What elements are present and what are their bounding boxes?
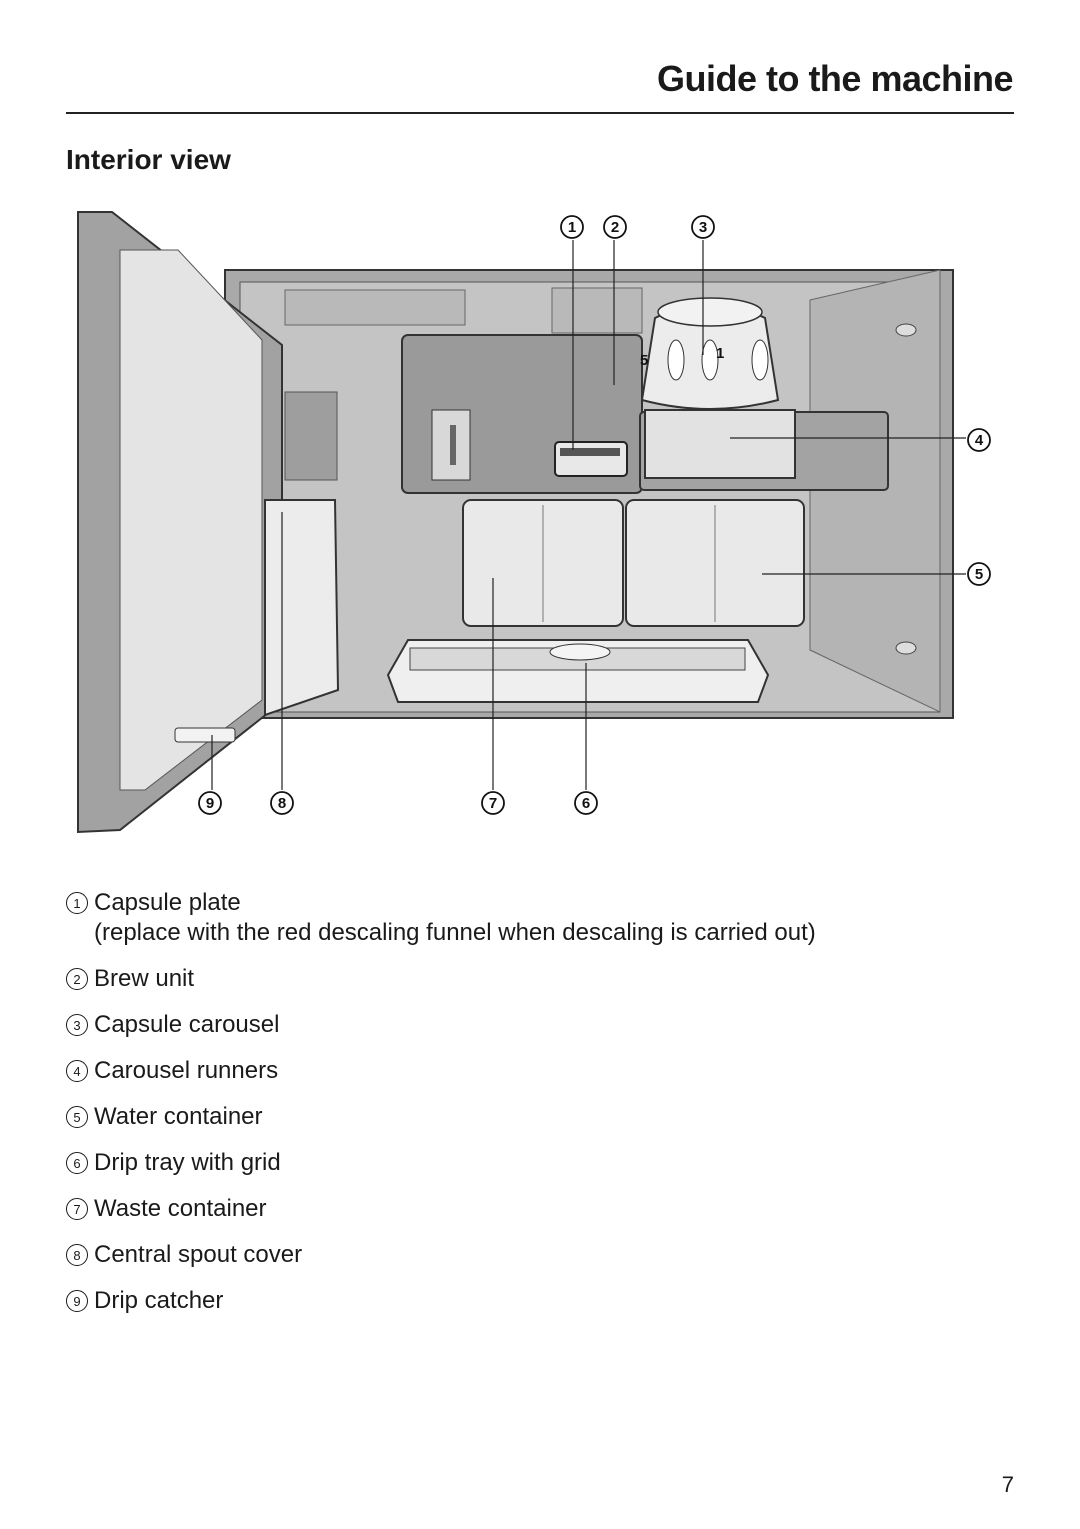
callout-5: 5 [975, 566, 983, 583]
legend-item: 1 Capsule plate (replace with the red de… [66, 888, 1006, 948]
page-number: 7 [1001, 1472, 1014, 1497]
legend-number: 8 [66, 1244, 88, 1266]
drip-catcher [174, 727, 236, 743]
legend-item: 3 Capsule carousel [66, 1010, 1006, 1040]
callout-3: 3 [699, 219, 707, 236]
legend-item: 8 Central spout cover [66, 1240, 1006, 1270]
legend-label: Carousel runners [94, 1057, 279, 1084]
legend-label: Capsule carousel [94, 1011, 280, 1038]
legend-number: 9 [66, 1290, 88, 1312]
legend-label: Brew unit [94, 965, 195, 992]
legend-item: 6 Drip tray with grid [66, 1148, 1006, 1178]
legend-number: 1 [66, 892, 88, 914]
legend-number: 3 [66, 1014, 88, 1036]
capsule-carousel-holder [644, 409, 796, 479]
callout-9: 9 [206, 795, 214, 812]
legend-label: Water container [94, 1103, 263, 1130]
legend-number: 4 [66, 1060, 88, 1082]
page-header-title: Guide to the machine [656, 58, 1014, 99]
machine-interior-diagram: 5 1 1 2 3 4 5 6 [77, 211, 991, 834]
legend-label: Central spout cover [94, 1241, 303, 1268]
legend-number: 7 [66, 1198, 88, 1220]
callout-7: 7 [489, 795, 497, 812]
legend-item: 7 Waste container [66, 1194, 1006, 1224]
legend-number: 5 [66, 1106, 88, 1128]
legend-number: 6 [66, 1152, 88, 1174]
legend-label: Capsule plate [94, 889, 241, 916]
carousel-mark-5: 5 [640, 352, 648, 369]
legend-label: Drip tray with grid [94, 1149, 281, 1176]
callout-8: 8 [278, 795, 286, 812]
legend-label: Waste container [94, 1195, 267, 1222]
central-spout-cover [264, 499, 340, 717]
carousel-mark-1: 1 [716, 345, 724, 362]
callout-4: 4 [975, 432, 984, 449]
capsule-plate [554, 441, 628, 477]
legend-note: (replace with the red descaling funnel w… [94, 919, 816, 946]
callout-6: 6 [582, 795, 590, 812]
legend-item: 2 Brew unit [66, 964, 1006, 994]
legend-number: 2 [66, 968, 88, 990]
callout-2: 2 [611, 219, 619, 236]
legend-item: 9 Drip catcher [66, 1286, 1006, 1316]
parts-legend: 1 Capsule plate (replace with the red de… [66, 888, 1006, 1332]
section-title: Interior view [66, 144, 231, 175]
legend-label: Drip catcher [94, 1287, 224, 1314]
header-divider [66, 112, 1014, 114]
legend-item: 4 Carousel runners [66, 1056, 1006, 1086]
callout-1: 1 [568, 219, 576, 236]
legend-item: 5 Water container [66, 1102, 1006, 1132]
